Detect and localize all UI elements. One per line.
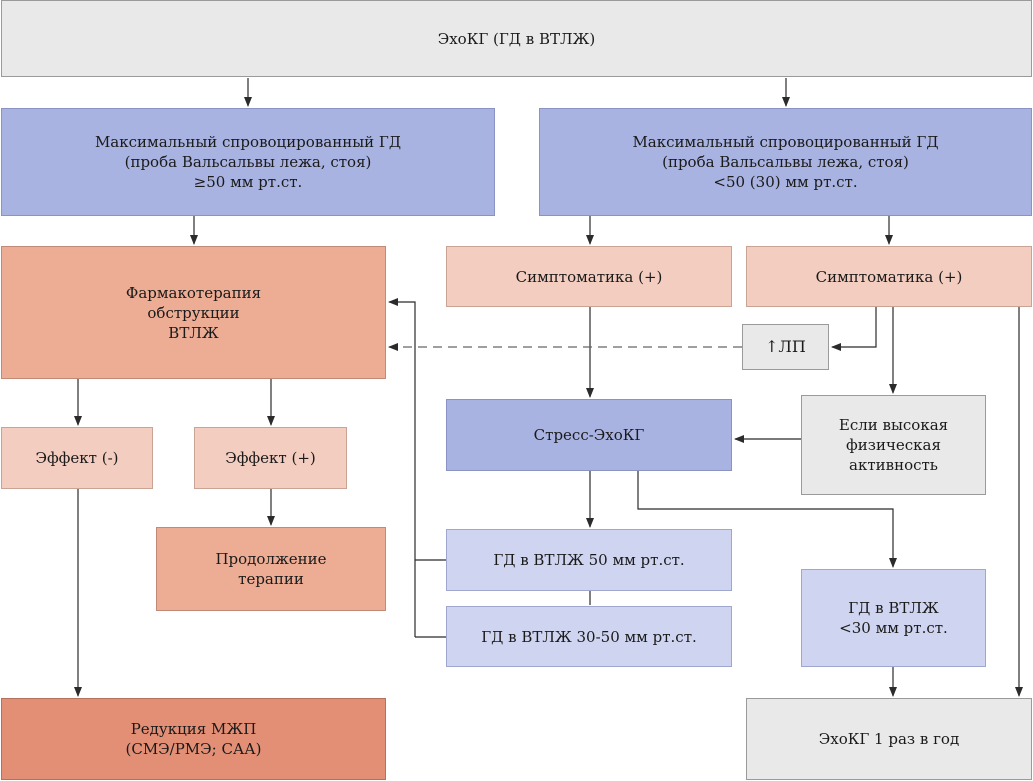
lp-box: ↑ЛП: [742, 324, 829, 370]
continue-therapy-box: Продолжение терапии: [156, 527, 386, 611]
right-gradient-box: Максимальный спровоцированный ГД (проба …: [539, 108, 1032, 216]
gd30-line2: <30 мм рт.ст.: [839, 619, 948, 637]
symptoms-right-box: Симптоматика (+): [746, 246, 1032, 307]
high-activity-line2: физическая: [846, 436, 941, 454]
echo-yearly-box: ЭхоКГ 1 раз в год: [746, 698, 1032, 780]
high-activity-box: Если высокая физическая активность: [801, 395, 986, 495]
echo-top-text: ЭхоКГ (ГД в ВТЛЖ): [437, 29, 596, 48]
right-gradient-line2: (проба Вальсальвы лежа, стоя): [662, 153, 909, 171]
echo-top-box: ЭхоКГ (ГД в ВТЛЖ): [1, 0, 1032, 77]
left-gradient-line3: ≥50 мм рт.ст.: [193, 173, 303, 191]
left-gradient-line1: Максимальный спровоцированный ГД: [94, 133, 402, 151]
high-activity-line3: активность: [849, 456, 938, 474]
left-gradient-box: Максимальный спровоцированный ГД (проба …: [1, 108, 495, 216]
effect-positive-box: Эффект (+): [194, 427, 347, 489]
symptoms-right-text: Симптоматика (+): [815, 267, 963, 286]
effect-positive-text: Эффект (+): [225, 449, 316, 467]
gd30-50-text: ГД в ВТЛЖ 30-50 мм рт.ст.: [481, 627, 697, 646]
arrow-bracket-to-pharma: [388, 298, 416, 637]
reduction-line1: Редукция МЖП: [130, 720, 257, 738]
gd50-text: ГД в ВТЛЖ 50 мм рт.ст.: [493, 551, 685, 569]
symptoms-mid-text: Симптоматика (+): [515, 267, 663, 286]
stress-echo-text: Стресс-ЭхоКГ: [533, 426, 645, 444]
arrow-symptoms-to-lp: [831, 307, 877, 351]
symptoms-mid-box: Симптоматика (+): [446, 246, 732, 307]
pharmacotherapy-line3: ВТЛЖ: [168, 323, 219, 342]
gd30-box: ГД в ВТЛЖ <30 мм рт.ст.: [801, 569, 986, 667]
effect-negative-box: Эффект (-): [1, 427, 153, 489]
gd30-line1: ГД в ВТЛЖ: [848, 599, 939, 617]
high-activity-line1: Если высокая: [838, 416, 949, 434]
right-gradient-line3: <50 (30) мм рт.ст.: [713, 173, 858, 191]
right-gradient-line1: Максимальный спровоцированный ГД: [632, 133, 939, 151]
left-gradient-line2: (проба Вальсальвы лежа, стоя): [124, 153, 372, 171]
gd50-box: ГД в ВТЛЖ 50 мм рт.ст.: [446, 529, 732, 591]
continue-therapy-line2: терапии: [238, 570, 304, 588]
continue-therapy-line1: Продолжение: [215, 550, 327, 568]
pharmacotherapy-line2: обструкции: [147, 303, 240, 322]
stress-echo-box: Стресс-ЭхоКГ: [446, 399, 732, 471]
reduction-line2: (СМЭ/РМЭ; САА): [125, 740, 262, 758]
pharmacotherapy-line1: Фармакотерапия: [125, 283, 262, 302]
echo-yearly-text: ЭхоКГ 1 раз в год: [818, 730, 960, 748]
lp-text: ↑ЛП: [765, 337, 806, 356]
pharmacotherapy-box: Фармакотерапия обструкции ВТЛЖ: [1, 246, 386, 379]
arrow-stress-to-gd30: [637, 471, 897, 568]
reduction-box: Редукция МЖП (СМЭ/РМЭ; САА): [1, 698, 386, 780]
gd30-50-box: ГД в ВТЛЖ 30-50 мм рт.ст.: [446, 606, 732, 667]
effect-negative-text: Эффект (-): [35, 449, 119, 467]
